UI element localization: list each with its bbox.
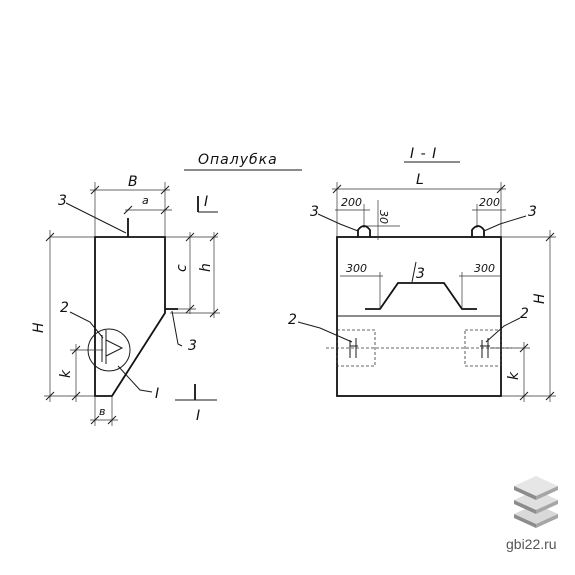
dim-h-tick-b: [209, 308, 219, 318]
section-2-right-leader: [485, 317, 521, 343]
callout-3-side: 3: [188, 338, 197, 354]
dim-a-tick-l: [123, 205, 133, 215]
detail-I-leader: [117, 365, 153, 393]
callout-3-top-leader: [65, 202, 127, 234]
dim-h-tick-t: [209, 232, 219, 242]
formwork-view: Опалубка B a 3 I: [31, 152, 302, 426]
dim-B-tick-r: [160, 185, 170, 195]
dim-c-tick-b: [185, 304, 195, 314]
callout-3-side-leader: [171, 310, 183, 347]
dim-k-right-tick-b: [519, 391, 529, 401]
dim-300-left: 300: [346, 262, 367, 275]
dim-k-right-label: k: [506, 371, 522, 380]
dim-h-label: h: [198, 263, 214, 272]
dim-200-left: 200: [341, 196, 362, 209]
section-title: I - I: [410, 146, 437, 162]
dim-c-label: c: [174, 264, 190, 272]
dim-B-tick-l: [90, 185, 100, 195]
dim-200-right: 200: [479, 196, 500, 209]
section-3-left: 3: [310, 204, 319, 220]
dim-H-label: H: [31, 322, 47, 333]
section-3-middle: 3: [416, 266, 425, 282]
embedded-part-right: [480, 338, 490, 358]
block-outline: [94, 236, 166, 397]
embedded-part-left: [349, 338, 358, 358]
dim-b-tick-l: [90, 415, 100, 425]
pocket-right: [464, 329, 502, 367]
top-loop-left: [357, 225, 371, 237]
detail-I-circle: [87, 328, 131, 372]
top-loop-right: [471, 225, 485, 237]
dim-b-label: в: [99, 405, 105, 418]
dim-B-label: B: [128, 174, 138, 190]
dim-H-right-tick-b: [545, 391, 555, 401]
dim-300-right: 300: [474, 262, 495, 275]
callout-3-top: 3: [58, 193, 67, 209]
section-3-left-leader: [317, 213, 359, 232]
dim-30: 30: [377, 210, 390, 224]
section-3-right-leader: [483, 215, 527, 232]
dim-L-label: L: [416, 172, 424, 188]
detail-I-label: I: [155, 386, 159, 402]
cut-mark-bottom: I: [175, 384, 217, 424]
cut-mark-top: I: [197, 194, 218, 213]
dim-H-tick-t: [45, 232, 55, 242]
stacked-slabs-icon: [514, 476, 558, 528]
section-3-right: 3: [528, 204, 537, 220]
callout-2-left: 2: [60, 300, 69, 316]
dim-k-tick-b: [71, 391, 81, 401]
dim-k-right-tick-t: [519, 343, 529, 353]
dim-a-label: a: [142, 194, 149, 207]
section-2-left-leader: [297, 321, 353, 343]
dim-k-label: k: [58, 369, 74, 378]
section-2-right: 2: [520, 306, 529, 322]
dim-a-tick-r: [160, 205, 170, 215]
dim-L-tick-r: [496, 184, 506, 194]
section-3-middle-leader: [411, 261, 417, 283]
watermark-site: gbi22.ru: [506, 536, 557, 552]
embedded-part-2: [101, 330, 124, 364]
dim-k-tick-t: [71, 345, 81, 355]
bent-bar-3: [365, 282, 477, 310]
dim-H-tick-b: [45, 391, 55, 401]
section-2-left: 2: [288, 312, 297, 328]
dim-H-right-tick-t: [545, 232, 555, 242]
cut-mark-top-label: I: [204, 194, 208, 210]
dim-c-tick-t: [185, 232, 195, 242]
formwork-title: Опалубка: [198, 152, 278, 168]
dim-b-tick-r: [107, 415, 117, 425]
dim-H-right-label: H: [532, 293, 548, 304]
callout-2-leader: [69, 311, 104, 339]
cut-mark-bottom-label: I: [196, 408, 200, 424]
section-view: I - I L 200 30 200 3 3 300: [288, 146, 556, 402]
dim-L-tick-l: [332, 184, 342, 194]
